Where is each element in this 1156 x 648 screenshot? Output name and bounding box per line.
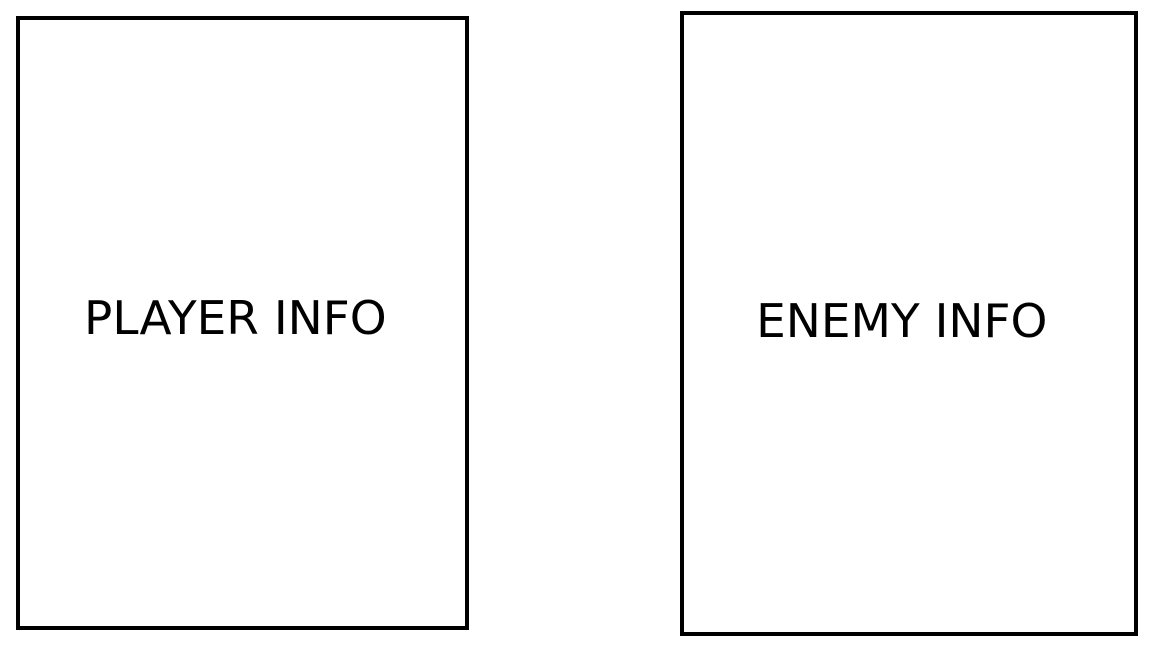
player-info-label: PLAYER INFO <box>84 291 387 345</box>
enemy-info-panel: ENEMY INFO <box>680 11 1138 636</box>
player-info-panel: PLAYER INFO <box>16 16 469 630</box>
enemy-info-label: ENEMY INFO <box>756 294 1048 348</box>
